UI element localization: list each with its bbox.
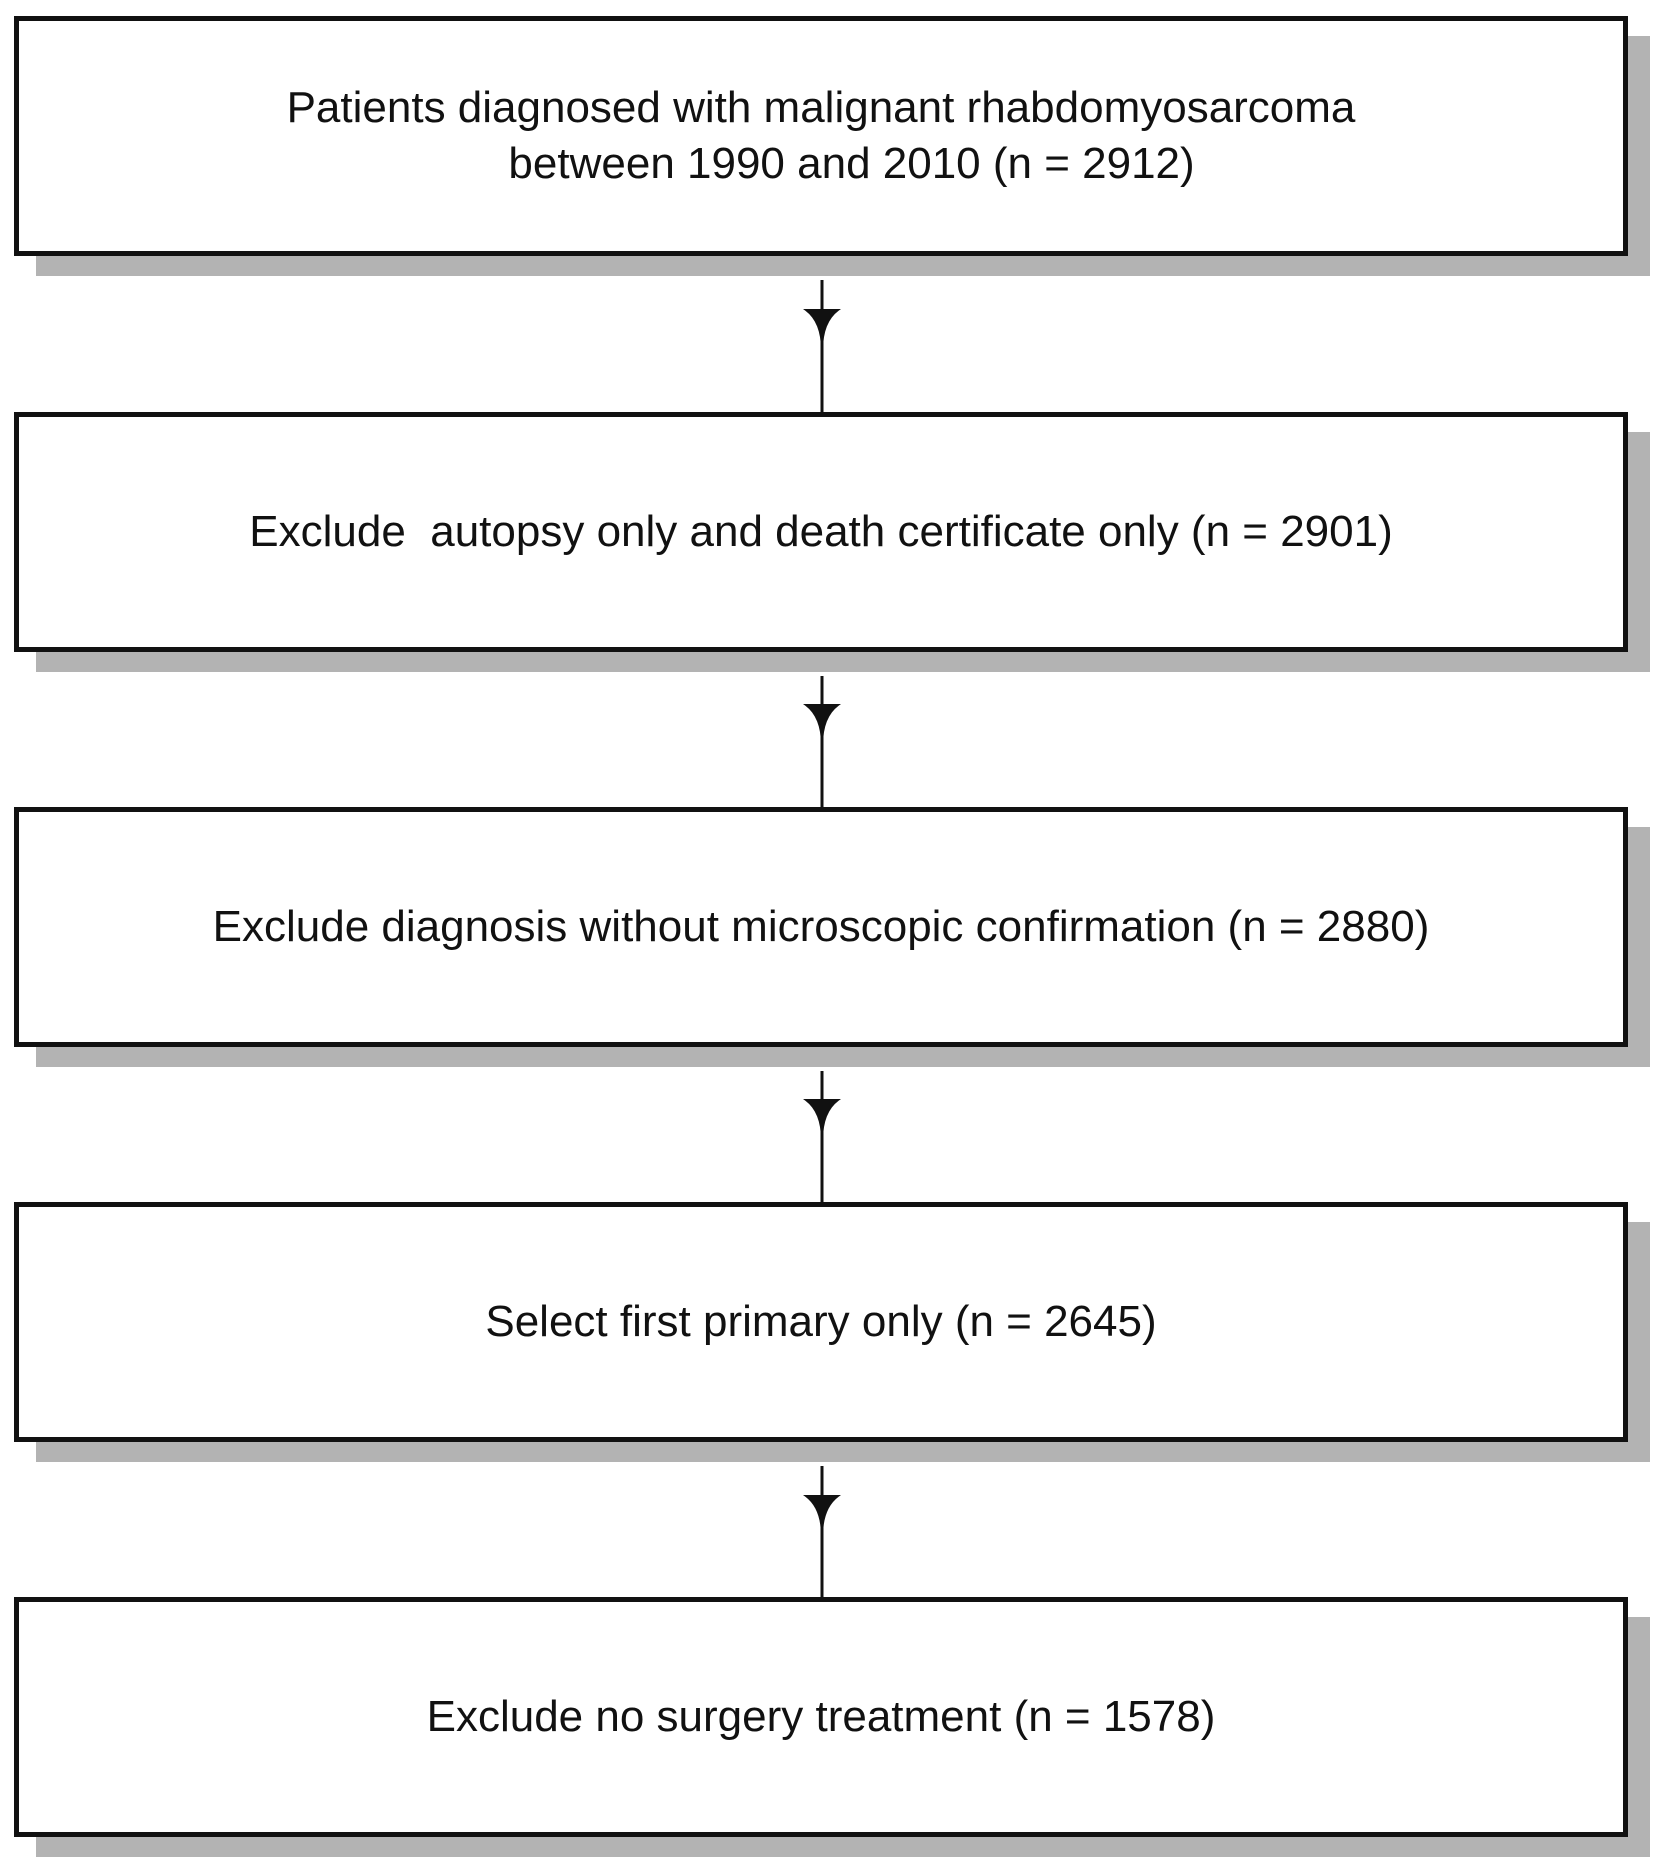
arrow-connector-1: [803, 280, 841, 412]
flow-box-text: Exclude autopsy only and death certifica…: [249, 504, 1392, 560]
flow-box-line-1: Patients diagnosed with malignant rhabdo…: [286, 83, 1356, 132]
flow-box-select-first-primary: Select first primary only (n = 2645): [14, 1202, 1628, 1442]
flow-box-patients-diagnosed: Patients diagnosed with malignant rhabdo…: [14, 16, 1628, 256]
flow-box-line-1: Exclude autopsy only and death certifica…: [249, 507, 1393, 556]
flow-box-exclude-no-microscopic: Exclude diagnosis without microscopic co…: [14, 807, 1628, 1047]
flow-box-exclude-no-surgery: Exclude no surgery treatment (n = 1578): [14, 1597, 1628, 1837]
arrow-connector-4: [803, 1466, 841, 1597]
flow-box-line-1: Select first primary only (n = 2645): [485, 1297, 1157, 1346]
flow-box-text: Patients diagnosed with malignant rhabdo…: [287, 80, 1356, 192]
flow-box-line-1: Exclude diagnosis without microscopic co…: [212, 902, 1430, 951]
flow-box-line-2: between 1990 and 2010 (n = 2912): [447, 139, 1195, 188]
arrow-connector-2: [803, 676, 841, 807]
arrow-connector-3: [803, 1071, 841, 1202]
flow-box-text: Select first primary only (n = 2645): [485, 1294, 1156, 1350]
flow-box-line-1: Exclude no surgery treatment (n = 1578): [426, 1692, 1216, 1741]
flow-box-text: Exclude diagnosis without microscopic co…: [213, 899, 1430, 955]
flow-box-text: Exclude no surgery treatment (n = 1578): [427, 1689, 1216, 1745]
flow-box-exclude-autopsy: Exclude autopsy only and death certifica…: [14, 412, 1628, 652]
